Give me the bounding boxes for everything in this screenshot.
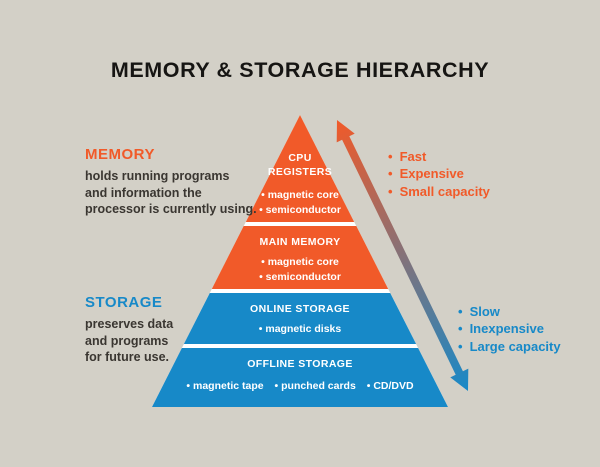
level-title-registers: REGISTERS [268, 166, 332, 178]
trait-item: • Small capacity [388, 183, 490, 199]
level-title-online-storage: ONLINE STORAGE [250, 303, 350, 315]
storage-description: preserves data and programs for future u… [85, 317, 174, 364]
memory-trait-list: • Fast • Expensive • Small capacity [388, 148, 490, 200]
trait-item: • Fast [388, 149, 427, 164]
trait-item: • Slow [458, 304, 500, 319]
pyramid-level-main-memory [211, 226, 389, 289]
bullet-icon: • [458, 338, 463, 354]
bullet-icon: • [261, 189, 265, 201]
pyramid-level-online-storage [183, 293, 417, 344]
bullet-icon: • [458, 321, 463, 337]
level-item: • semiconductor [259, 271, 341, 283]
storage-trait-list: • Slow • Inexpensive • Large capacity [458, 303, 561, 355]
gradient-arrow [336, 120, 469, 391]
bullet-icon: • [367, 380, 371, 392]
bullet-icon: • [275, 380, 279, 392]
level-item: • magnetic tape • punched cards • CD/DVD [186, 380, 414, 392]
trait-item: • Expensive [388, 166, 464, 182]
memory-legend: MEMORY holds running programs and inform… [85, 146, 257, 218]
bullet-icon: • [259, 204, 263, 216]
level-item: • semiconductor [259, 204, 341, 216]
trait-item: • Inexpensive [458, 321, 544, 337]
diagram-title: MEMORY & STORAGE HIERARCHY [110, 58, 490, 82]
bullet-icon: • [186, 380, 190, 392]
bullet-icon: • [261, 256, 265, 268]
level-title-cpu: CPU [288, 152, 311, 164]
trait-item: • Large capacity [458, 338, 561, 354]
bullet-icon: • [388, 166, 393, 182]
storage-legend: STORAGE preserves data and programs for … [85, 294, 173, 366]
bullet-icon: • [388, 149, 393, 164]
memory-description: holds running programs and information t… [85, 169, 257, 216]
level-title-main-memory: MAIN MEMORY [259, 236, 340, 248]
memory-label: MEMORY [85, 146, 155, 163]
bullet-icon: • [259, 271, 263, 283]
pyramid-level-cpu-registers [245, 115, 355, 222]
bullet-icon: • [458, 304, 463, 319]
storage-label: STORAGE [85, 294, 163, 311]
level-item: • magnetic disks [259, 323, 342, 335]
level-title-offline-storage: OFFLINE STORAGE [247, 358, 353, 370]
level-item: • magnetic core [261, 189, 339, 201]
level-item: • magnetic core [261, 256, 339, 268]
bullet-icon: • [388, 183, 393, 199]
bullet-icon: • [259, 323, 263, 335]
pyramid-level-offline-storage [152, 348, 448, 407]
